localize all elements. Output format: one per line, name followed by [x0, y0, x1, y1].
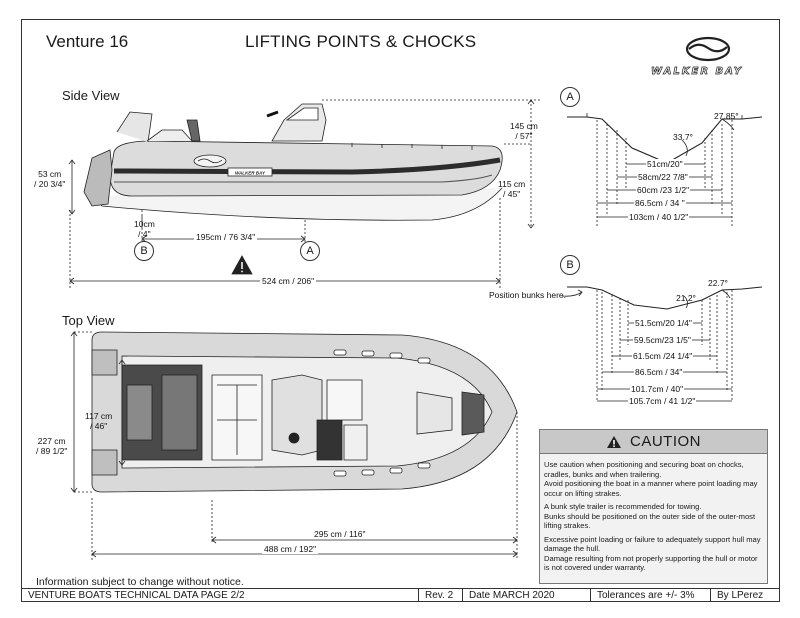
tolerance-note: Tolerances are +/- 3% [591, 589, 711, 602]
caution-paragraph-2: A bunk style trailer is recommended for … [544, 502, 756, 530]
section-b-angle-inner: 21.2° [676, 293, 696, 303]
caution-paragraph-1: Use caution when positioning and securin… [544, 460, 758, 498]
drawing-sheet: Venture 16 LIFTING POINTS & CHOCKS WALKE… [21, 19, 780, 602]
page-title: LIFTING POINTS & CHOCKS [245, 32, 477, 51]
section-b-width-4: 86.5cm / 34" [634, 367, 684, 377]
dim-lift-spacing: 195cm / 76 3/4" [194, 232, 258, 242]
technical-drawing: WALKER BAY [68, 99, 763, 560]
dim-overall-height: 145 cm / 57" [510, 121, 538, 141]
warning-icon [607, 435, 621, 448]
section-a-width-2: 58cm/22 7/8" [637, 172, 689, 182]
caution-panel: CAUTION Use caution when positioning and… [539, 429, 768, 584]
section-a-marker: A [560, 87, 580, 107]
title-block: VENTURE BOATS TECHNICAL DATA PAGE 2/2 Re… [22, 588, 779, 602]
dim-inner-width: 117 cm / 46" [85, 411, 113, 431]
dim-bow-length: 295 cm / 116" [312, 529, 368, 539]
top-view-drawing [70, 331, 518, 560]
section-b-angle-outer: 22.7° [708, 278, 728, 288]
lifting-point-a-marker: A [300, 241, 320, 261]
caution-header: CAUTION [540, 430, 767, 454]
section-a-width-5: 103cm / 40 1/2" [628, 212, 690, 222]
doc-date: Date MARCH 2020 [463, 589, 591, 602]
revision: Rev. 2 [419, 589, 463, 602]
section-a-angle-inner: 33.7° [673, 132, 693, 142]
section-b-bunk-note: Position bunks here. [489, 290, 567, 300]
section-b-width-1: 51.5cm/20 1/4" [634, 318, 693, 328]
section-a-width-4: 86.5cm / 34 " [634, 198, 686, 208]
side-view-label: Side View [62, 88, 120, 103]
lifting-point-b-marker: B [134, 241, 154, 261]
caution-paragraph-3: Excessive point loading or failure to ad… [544, 534, 761, 573]
brand-swoosh-icon [685, 36, 731, 62]
dim-chock-offset: 10cm / 4" [134, 219, 155, 239]
brand-wordmark: WALKER BAY [651, 66, 744, 78]
section-b-marker: B [560, 255, 580, 275]
author: By LPerez [717, 590, 764, 601]
dim-hull-height: 115 cm / 45" [498, 179, 526, 199]
section-a-width-3: 60cm /23 1/2" [636, 185, 691, 195]
section-b-width-5: 101.7cm / 40" [630, 384, 685, 394]
tube-brand-text: WALKER BAY [235, 171, 266, 176]
section-b-width-2: 59.5cm/23 1/5" [633, 335, 692, 345]
section-b-width-3: 61.5cm /24 1/4" [632, 351, 694, 361]
dim-transom-height: 53 cm / 20 3/4" [34, 169, 66, 189]
caution-body: Use caution when positioning and securin… [544, 460, 765, 577]
brand-logo: WALKER BAY [648, 32, 768, 80]
section-a-width-1: 51cm/20" [646, 159, 684, 169]
caution-title: CAUTION [630, 433, 701, 450]
dim-overall-width: 227 cm / 89 1/2" [36, 436, 68, 456]
section-b-width-6: 105.7cm / 41 1/2" [628, 396, 697, 406]
dim-top-overall-length: 488 cm / 192" [262, 544, 319, 554]
top-view-label: Top View [62, 313, 115, 328]
disclaimer-note: Information subject to change without no… [36, 576, 244, 588]
dim-side-overall-length: 524 cm / 206" [260, 276, 317, 286]
side-view-drawing: WALKER BAY [68, 99, 540, 290]
doc-title: VENTURE BOATS TECHNICAL DATA PAGE 2/2 [22, 589, 419, 602]
model-name: Venture 16 [46, 32, 129, 51]
section-a-angle-outer: 27.85° [714, 111, 739, 121]
section-a-drawing [567, 113, 763, 228]
